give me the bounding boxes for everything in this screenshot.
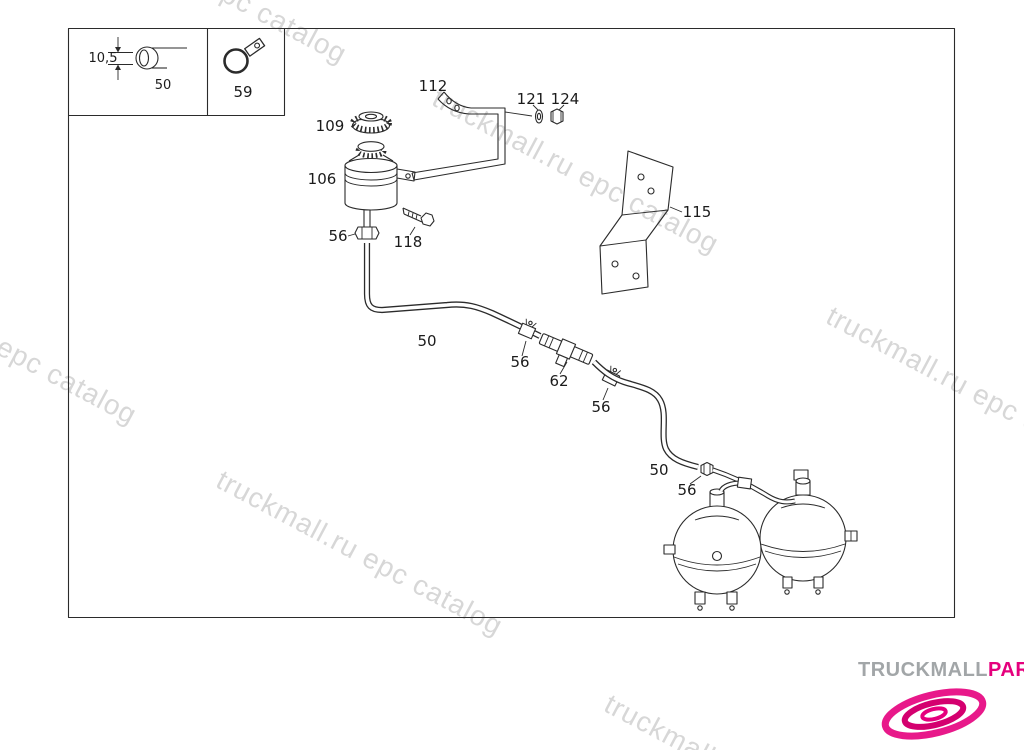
label-56-c: 56 xyxy=(591,398,610,416)
brand-name-primary: TRUCKMALL xyxy=(858,659,989,681)
inset-dimension-drawing: 10,5 50 xyxy=(89,37,187,93)
brand-name-accent: PARTS xyxy=(988,659,1024,681)
label-59: 59 xyxy=(233,83,252,101)
hose-a: 50 xyxy=(363,243,542,350)
inset-box xyxy=(68,28,286,117)
bracket-upper: 112 xyxy=(411,77,533,181)
label-121: 121 xyxy=(517,90,546,108)
label-118: 118 xyxy=(394,233,423,251)
reservoir-cap: 109 xyxy=(316,111,392,135)
brand-swirl-icon xyxy=(881,688,987,740)
washer: 121 xyxy=(517,90,546,124)
tee-connector: 62 xyxy=(538,333,594,390)
brand-logo: TRUCKMALLPARTS xyxy=(858,659,1024,750)
fitting-a: 56 xyxy=(328,226,380,245)
label-112: 112 xyxy=(419,77,448,95)
pump-right xyxy=(759,469,858,595)
label-50-b: 50 xyxy=(649,461,668,479)
clamp-b: 56 xyxy=(510,318,537,371)
inset-height-label: 10,5 xyxy=(89,51,118,66)
hose-b: 50 xyxy=(591,359,699,479)
label-56-b: 56 xyxy=(510,353,529,371)
clamp-icon: 59 xyxy=(223,37,266,101)
inset-width-label: 50 xyxy=(155,78,172,93)
brand-name: TRUCKMALLPARTS xyxy=(858,659,1024,682)
bracket-lower: 115 xyxy=(599,150,712,295)
label-56-d: 56 xyxy=(677,481,696,499)
label-56-a: 56 xyxy=(328,227,347,245)
screw: 118 xyxy=(394,207,435,251)
label-109: 109 xyxy=(316,117,345,135)
label-50-a: 50 xyxy=(417,332,436,350)
label-115: 115 xyxy=(683,203,712,221)
reservoir: 106 xyxy=(308,141,416,227)
drawing-frame xyxy=(67,27,956,619)
pump-hoses xyxy=(712,467,796,505)
label-124: 124 xyxy=(551,90,580,108)
pump-left xyxy=(663,488,762,611)
label-106: 106 xyxy=(308,170,337,188)
nut: 124 xyxy=(550,90,580,125)
label-62: 62 xyxy=(549,372,568,390)
fitting-d: 56 xyxy=(677,461,714,499)
